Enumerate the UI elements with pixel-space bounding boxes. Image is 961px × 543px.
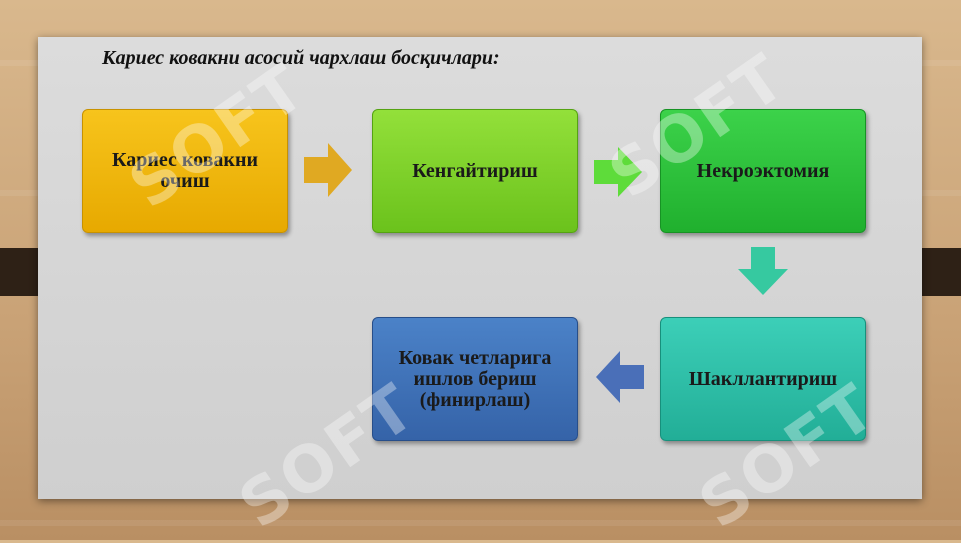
slide: Кариес ковакни асосий чархлаш босқичлари…	[38, 37, 922, 499]
step-5-label: Ковак четларига ишлов бериш (финирлаш)	[398, 346, 552, 411]
right-dark-band	[919, 248, 961, 296]
arrow-left-icon	[596, 351, 644, 403]
step-1-label: Кариес ковакни очиш	[111, 149, 258, 192]
left-dark-band	[0, 248, 40, 296]
step-3-box: Некроэктомия	[660, 109, 866, 233]
step-1-box: Кариес ковакни очиш	[82, 109, 288, 233]
step-4-box: Шакллантириш	[660, 317, 866, 441]
arrow-right-icon	[594, 147, 642, 197]
slide-title: Кариес ковакни асосий чархлаш босқичлари…	[102, 47, 500, 69]
step-5-box: Ковак четларига ишлов бериш (финирлаш)	[372, 317, 578, 441]
arrow-right-icon	[304, 143, 352, 197]
step-4-label: Шакллантириш	[688, 367, 838, 390]
background-grain	[0, 520, 961, 526]
step-2-box: Кенгайтириш	[372, 109, 578, 233]
step-2-label: Кенгайтириш	[412, 159, 538, 182]
arrow-down-icon	[738, 247, 788, 295]
step-3-label: Некроэктомия	[696, 159, 830, 182]
